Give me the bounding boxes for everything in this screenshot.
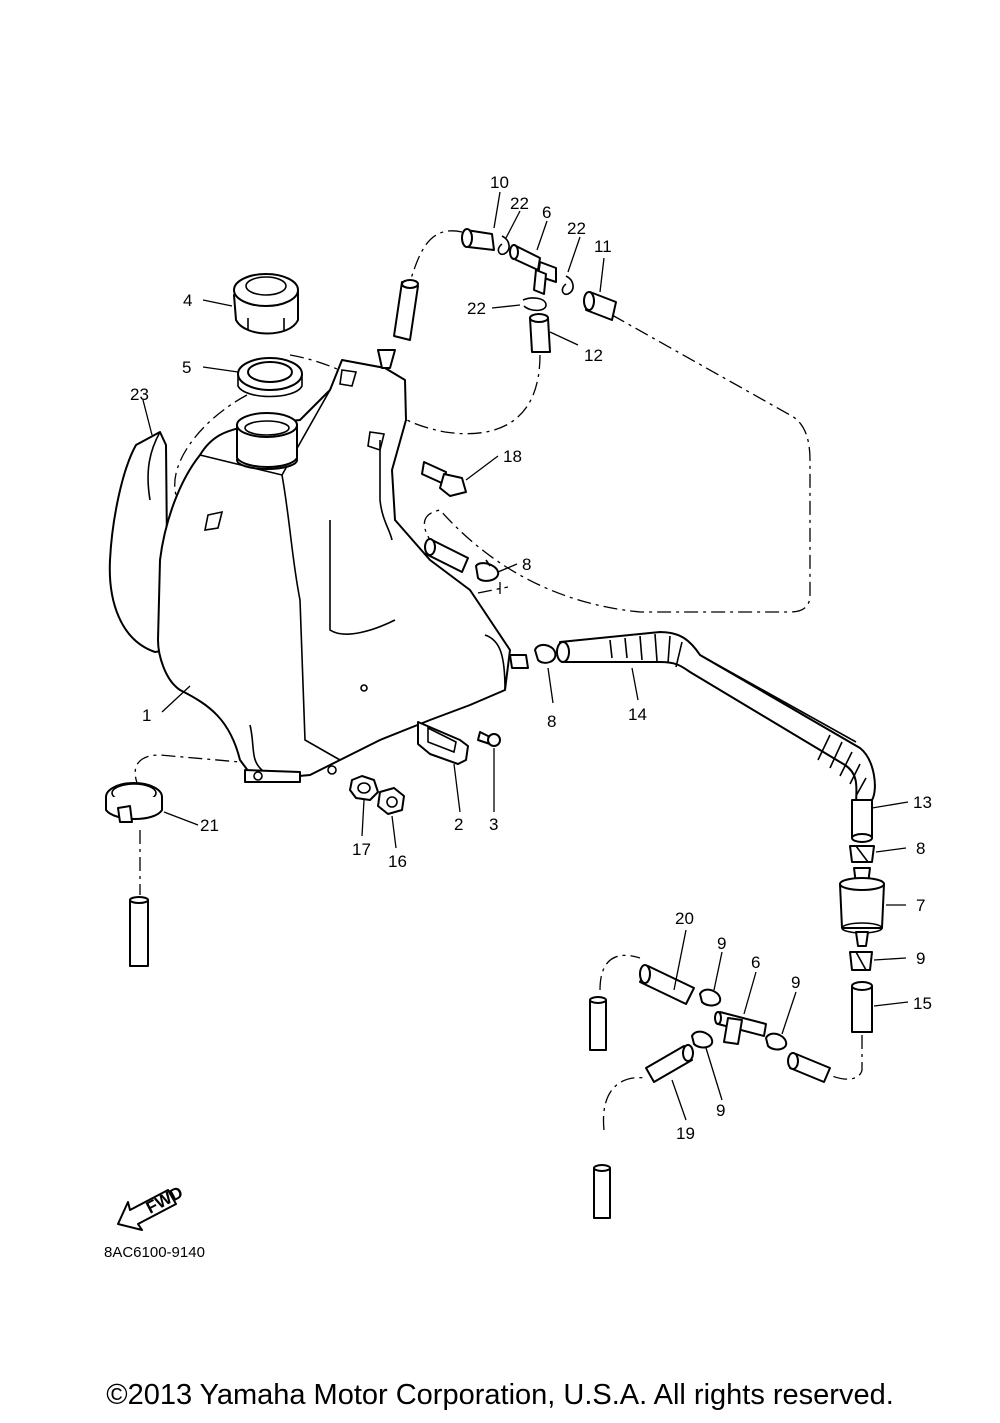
callout-20: 20 — [675, 909, 694, 928]
callout-6-top: 6 — [542, 203, 551, 222]
callout-3: 3 — [489, 815, 498, 834]
vent-hose-part-11 — [583, 291, 617, 321]
clamp-part-8-lower — [849, 845, 875, 863]
fuel-hose-part-14 — [556, 631, 876, 807]
callout-8-lower: 8 — [916, 839, 925, 858]
drain-hose-left-a — [589, 996, 607, 1051]
callout-18: 18 — [503, 447, 522, 466]
callout-21: 21 — [200, 816, 219, 835]
vent-hose-part-12 — [529, 313, 551, 353]
diagram-code: 8AC6100-9140 — [104, 1244, 205, 1261]
callout-labels: 1 2 3 4 5 6 6 7 8 8 8 9 9 9 9 10 11 12 1… — [130, 173, 932, 1143]
callout-9-c: 9 — [716, 1101, 725, 1120]
drain-hose-left-b — [593, 1164, 611, 1219]
callout-8-mid: 8 — [547, 712, 556, 731]
callout-19: 19 — [676, 1124, 695, 1143]
callout-4: 4 — [183, 291, 192, 310]
leader-lines — [142, 191, 909, 1121]
hose-part-13 — [851, 799, 873, 843]
bracket-part-2 — [417, 721, 469, 765]
hose-part-19 — [645, 1044, 694, 1083]
callout-10: 10 — [490, 173, 509, 192]
callout-11: 11 — [594, 237, 612, 256]
hose-part-15 — [851, 981, 873, 1033]
cap-gasket-part-5 — [237, 357, 303, 398]
damper-part-17 — [349, 775, 379, 801]
callout-7: 7 — [916, 896, 925, 915]
callout-2: 2 — [454, 815, 463, 834]
tank-cap-part-4 — [233, 273, 299, 335]
callout-9-b: 9 — [791, 973, 800, 992]
callout-14: 14 — [628, 705, 647, 724]
t-joint-part-6-lower — [714, 1011, 767, 1045]
hose-right-lower — [787, 1052, 831, 1083]
callout-13: 13 — [913, 793, 932, 812]
clips-part-9 — [691, 988, 788, 1051]
callout-17: 17 — [352, 840, 371, 859]
clip-part-22 — [497, 235, 574, 312]
callout-8-upper: 8 — [522, 555, 531, 574]
callout-22-a: 22 — [510, 194, 529, 213]
bolt-part-18 — [421, 461, 467, 497]
callout-9-a: 9 — [717, 934, 726, 953]
side-panel-part-23 — [108, 431, 169, 653]
callout-1: 1 — [142, 706, 151, 725]
fuel-tank-part-1 — [157, 349, 529, 783]
callout-12: 12 — [584, 346, 603, 365]
fwd-label: FWD — [143, 1183, 186, 1218]
band-part-21 — [105, 782, 163, 823]
upper-hose — [424, 538, 469, 573]
callout-6-lower: 6 — [751, 953, 760, 972]
nut-part-16 — [377, 787, 405, 815]
hose-part-20 — [639, 964, 695, 1005]
fwd-arrow-icon: FWD — [117, 1183, 186, 1231]
clip-part-9-filter — [849, 951, 873, 971]
callout-22-b: 22 — [567, 219, 586, 238]
vent-hose-part-10 — [461, 228, 495, 251]
vent-hose-vertical — [393, 279, 419, 341]
callout-16: 16 — [388, 852, 407, 871]
callout-5: 5 — [182, 358, 191, 377]
callout-9-d: 9 — [916, 949, 925, 968]
callout-15: 15 — [913, 994, 932, 1013]
copyright-notice: ©2013 Yamaha Motor Corporation, U.S.A. A… — [106, 1379, 894, 1411]
fuel-filter-part-7 — [839, 867, 885, 947]
t-joint-part-6-top — [509, 244, 557, 295]
hose-clamp-part-8-upper — [475, 559, 500, 582]
screw-part-3 — [477, 731, 501, 747]
callout-22-c: 22 — [467, 299, 486, 318]
drain-hose-bottom — [129, 896, 149, 967]
hose-clamp-part-8-mid — [534, 644, 557, 664]
callout-23: 23 — [130, 385, 149, 404]
